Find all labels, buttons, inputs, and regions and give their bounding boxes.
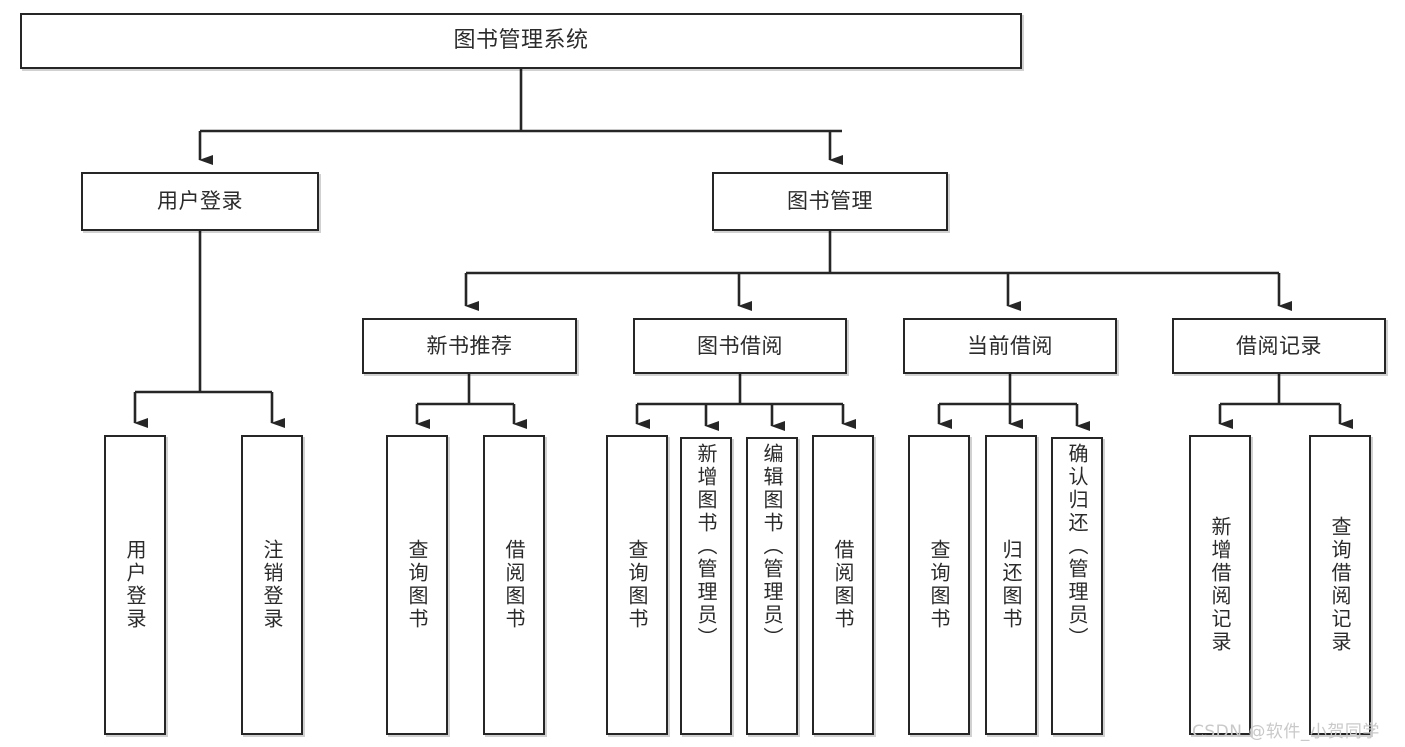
node-leaf-query-borrow-record[interactable]: 查询借阅记录 [1309, 435, 1371, 735]
node-leaf-edit-book[interactable]: 编辑图书（管理员） [746, 437, 798, 735]
node-leaf-confirm-return-label: 确认归还（管理员） [1065, 443, 1089, 650]
node-leaf-return-book-label: 归还图书 [999, 539, 1023, 631]
node-leaf-borrow-book-2[interactable]: 借阅图书 [812, 435, 874, 735]
node-root-label: 图书管理系统 [453, 28, 589, 54]
node-user-login-label: 用户登录 [157, 189, 243, 214]
node-book-borrow-label: 图书借阅 [697, 333, 783, 358]
node-leaf-logout[interactable]: 注销登录 [241, 435, 303, 735]
node-book-manage-label: 图书管理 [787, 189, 873, 214]
node-current-borrow[interactable]: 当前借阅 [903, 318, 1117, 374]
node-leaf-edit-book-label: 编辑图书（管理员） [760, 443, 784, 650]
node-leaf-borrow-book-1-label: 借阅图书 [502, 539, 526, 631]
node-leaf-add-borrow-record[interactable]: 新增借阅记录 [1189, 435, 1251, 735]
node-book-borrow[interactable]: 图书借阅 [633, 318, 847, 374]
node-leaf-logout-label: 注销登录 [260, 539, 284, 631]
node-new-book-recommend-label: 新书推荐 [426, 333, 513, 358]
node-leaf-user-login-label: 用户登录 [123, 539, 147, 631]
node-new-book-recommend[interactable]: 新书推荐 [362, 318, 577, 374]
node-borrow-record-label: 借阅记录 [1236, 333, 1322, 358]
node-leaf-query-book-3[interactable]: 查询图书 [908, 435, 970, 735]
node-leaf-query-book-1[interactable]: 查询图书 [386, 435, 448, 735]
node-leaf-confirm-return[interactable]: 确认归还（管理员） [1051, 437, 1103, 735]
node-leaf-query-book-1-label: 查询图书 [405, 539, 429, 631]
node-leaf-add-borrow-record-label: 新增借阅记录 [1208, 516, 1232, 654]
node-leaf-query-book-2[interactable]: 查询图书 [606, 435, 668, 735]
node-leaf-user-login[interactable]: 用户登录 [104, 435, 166, 735]
node-root[interactable]: 图书管理系统 [20, 13, 1022, 69]
node-leaf-query-borrow-record-label: 查询借阅记录 [1328, 516, 1352, 654]
node-current-borrow-label: 当前借阅 [967, 333, 1053, 358]
csdn-watermark: CSDN @软件_小贺同学 [1192, 722, 1380, 742]
node-leaf-query-book-2-label: 查询图书 [625, 539, 649, 631]
node-leaf-return-book[interactable]: 归还图书 [985, 435, 1037, 735]
node-leaf-borrow-book-1[interactable]: 借阅图书 [483, 435, 545, 735]
node-book-manage[interactable]: 图书管理 [712, 172, 948, 231]
node-borrow-record[interactable]: 借阅记录 [1172, 318, 1386, 374]
node-leaf-borrow-book-2-label: 借阅图书 [831, 539, 855, 631]
node-leaf-query-book-3-label: 查询图书 [927, 539, 951, 631]
node-user-login[interactable]: 用户登录 [81, 172, 319, 231]
node-leaf-add-book-label: 新增图书（管理员） [694, 443, 718, 650]
node-leaf-add-book[interactable]: 新增图书（管理员） [680, 437, 732, 735]
